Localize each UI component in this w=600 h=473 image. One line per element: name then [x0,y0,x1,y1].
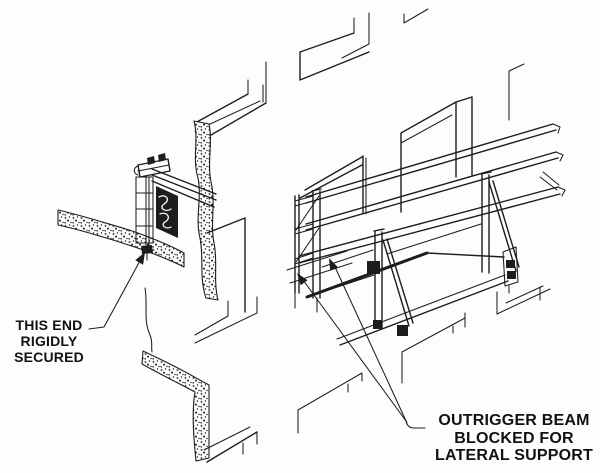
outrigger-beam [305,151,559,231]
label-line: THIS END [15,317,83,333]
sill-rail [339,280,509,346]
guardrail-post [294,194,300,294]
lower-window-openings [297,285,551,434]
window-outline [299,32,370,81]
end-bracket [502,246,519,294]
wall-bottom-detail [203,426,258,455]
window-corner-mark [401,312,466,384]
label-line: SECURED [14,349,84,365]
beam-end-cap [555,151,564,162]
wall-broken-edge [193,120,219,301]
diagonal-brace [488,180,520,272]
jamb-panel-right-reveal [400,114,453,144]
label-outrigger-beam-blocked: OUTRIGGER BEAM BLOCKED FOR LATERAL SUPPO… [428,412,600,465]
label-line: BLOCKED FOR [454,429,574,447]
guardrail-rails [294,195,314,265]
jamb-panel-left [299,155,364,214]
leader-elbow [405,420,426,429]
outrigger-beams [286,123,566,346]
beam-clamp-edge [137,164,170,172]
clamp-hook [133,165,139,176]
beam-clamp [137,158,171,178]
outrigger-beam-bottom-edge [305,251,429,299]
window-jamb-ticks [341,12,370,59]
leader-line [302,279,407,422]
wall-broken-edge-lower [141,350,210,462]
brace-foot [373,320,382,329]
wall-corner-edge [206,217,246,313]
guardrail-cross-brace [295,195,320,263]
cribbing-stack [135,176,154,244]
upper-window-openings [194,8,525,143]
label-line: LATERAL SUPPORT [435,447,593,464]
window-head-line [194,93,249,124]
anchor-nut [141,245,153,254]
window-corner-mark [403,8,429,24]
label-this-end-rigidly-secured: THIS END RIGIDLY SECURED [0,317,98,365]
label-line: RIGIDLY [20,333,78,349]
clamp-dog [158,153,166,162]
arrowhead-icon [297,273,308,286]
blocking-brace-right [480,171,520,294]
beam-cross-tie [539,171,560,191]
leader-line [88,258,142,330]
jamb-panel-right [400,96,473,213]
arrowhead-icon [135,252,145,265]
outrigger-beam [298,186,561,264]
window-jamb-ticks [247,61,267,104]
leader-line [334,266,408,424]
broken-wall-and-floor [57,120,258,463]
bracket-block [507,271,516,279]
bracket-block [506,260,515,268]
brace-foot [397,325,408,336]
blocking-wedge [367,261,380,274]
post-feet [294,292,318,313]
guardrail-post [311,188,322,299]
break-line [144,287,153,353]
blocking-post [480,171,492,274]
clamp-dog [147,156,155,165]
callout-leaders [88,252,426,429]
label-line: OUTRIGGER BEAM [438,412,590,429]
wood-grain [159,212,172,229]
window-corner-mark [297,372,363,434]
wood-block [156,186,178,238]
beam-end-cap [557,186,566,197]
wood-grain [158,195,172,212]
window-corner-mark [508,63,525,121]
blocking-brace-left [367,228,414,336]
diagonal-brace [382,238,414,327]
beam-end-cap [552,123,561,134]
arrowhead-icon [329,258,338,271]
guardrail-frame [294,188,322,313]
window-corner-mark [496,285,551,315]
wall-bottom-edge [206,431,258,463]
outrigger-beam-bottom-edge [426,252,505,258]
sill-rail-edge [336,274,506,340]
wall-step-lines [194,296,258,344]
outrigger-beam [305,123,557,204]
anchor-assembly [133,153,217,261]
blocking-post [373,228,385,329]
tie-down-rod [145,176,150,248]
